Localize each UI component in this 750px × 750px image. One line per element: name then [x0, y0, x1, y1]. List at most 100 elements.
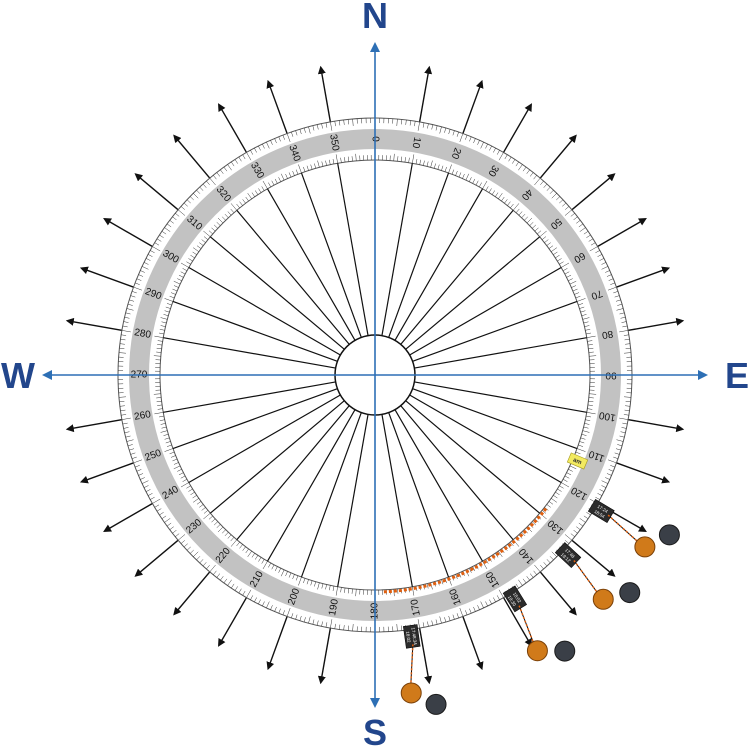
tick-inner-194	[321, 583, 324, 589]
tick-outer-43	[546, 186, 551, 191]
tick-outer-208	[254, 597, 257, 603]
tick-outer-154	[485, 601, 488, 607]
tick-outer-27	[489, 145, 492, 151]
tick-outer-200	[286, 607, 291, 617]
ray-arrow-140	[538, 569, 577, 616]
tick-outer-42	[543, 183, 548, 188]
tick-outer-343	[299, 129, 302, 135]
spoke-160	[388, 412, 450, 578]
spoke-40	[400, 209, 514, 345]
tick-outer-213	[234, 586, 238, 591]
tick-outer-18	[452, 130, 455, 136]
tick-outer-241	[150, 496, 155, 500]
tick-inner-349	[332, 158, 335, 164]
tick-outer-206	[262, 601, 265, 607]
tick-outer-12	[427, 123, 429, 129]
tick-inner-119	[562, 479, 568, 482]
tick-outer-350	[330, 121, 333, 131]
tick-inner-23	[458, 172, 462, 178]
tick-inner-162	[441, 579, 444, 585]
tick-inner-256	[161, 426, 167, 429]
tick-inner-350	[335, 154, 338, 164]
ray-arrow-110	[614, 461, 671, 484]
tick-inner-95	[589, 393, 597, 395]
tick-outer-204	[270, 605, 273, 610]
tick-outer-205	[266, 601, 270, 609]
tick-inner-253	[164, 437, 170, 440]
north-label: N	[362, 0, 388, 36]
tick-inner-96	[588, 397, 594, 399]
inner-spokes	[163, 163, 587, 587]
tick-inner-195	[317, 582, 320, 590]
tick-outer-143	[526, 576, 530, 581]
ray-arrow-310	[134, 173, 181, 212]
tick-inner-317	[224, 213, 229, 218]
tick-inner-142	[507, 544, 511, 549]
tick-inner-133	[532, 521, 537, 526]
tick-inner-157	[458, 572, 462, 578]
tick-outer-239	[154, 504, 160, 508]
tick-outer-322	[216, 172, 221, 177]
tick-inner-255	[160, 430, 168, 433]
tick-outer-236	[161, 515, 167, 519]
tick-inner-78	[585, 329, 591, 331]
tick-inner-72	[579, 306, 585, 309]
tick-outer-40	[534, 177, 541, 186]
tick-outer-316	[196, 189, 201, 194]
tick-inner-18	[441, 165, 444, 171]
tick-inner-24	[462, 173, 465, 179]
ray-arrow-200	[266, 614, 289, 671]
tick-outer-44	[549, 189, 554, 194]
tick-inner-276	[156, 351, 162, 353]
tick-outer-302	[156, 238, 162, 242]
tick-inner-286	[163, 314, 169, 316]
ring-ticks	[118, 118, 632, 632]
bearing-label-70: 70	[589, 287, 604, 301]
time-tag-box	[502, 585, 528, 613]
tick-outer-110	[607, 459, 617, 464]
ray-arrow-10	[418, 65, 433, 124]
tick-outer-341	[291, 131, 294, 137]
bearing-label-80: 80	[601, 328, 614, 341]
tick-outer-77	[620, 316, 626, 319]
tick-outer-161	[456, 613, 459, 619]
tick-inner-207	[274, 566, 278, 572]
tick-inner-282	[159, 329, 165, 331]
tick-inner-41	[515, 208, 520, 213]
tick-inner-35	[498, 193, 503, 200]
tick-outer-244	[143, 485, 149, 488]
tick-outer-201	[282, 610, 285, 616]
tick-outer-158	[469, 608, 472, 614]
tick-outer-207	[258, 599, 261, 605]
tick-outer-320	[209, 177, 216, 186]
tick-outer-285	[126, 308, 134, 311]
tick-inner-166	[426, 583, 429, 589]
tick-outer-117	[599, 489, 605, 492]
tick-inner-324	[245, 196, 249, 202]
tick-outer-275	[118, 352, 126, 354]
tick-outer-234	[166, 522, 172, 527]
tick-inner-254	[163, 434, 169, 436]
tick-inner-264	[156, 397, 162, 399]
tick-inner-280	[154, 335, 164, 338]
ray-arrow-190	[317, 626, 332, 685]
tick-inner-61	[562, 268, 568, 271]
tick-inner-46	[529, 221, 534, 226]
tick-inner-108	[579, 441, 585, 444]
tick-inner-315	[217, 217, 224, 224]
tick-outer-14	[435, 125, 438, 131]
tick-outer-135	[551, 551, 557, 557]
bearing-label-280: 280	[133, 327, 152, 341]
spoke-230	[209, 400, 345, 514]
tick-outer-232	[172, 529, 177, 534]
tick-inner-80	[586, 335, 596, 338]
tick-outer-283	[124, 316, 130, 319]
tick-outer-112	[608, 469, 614, 472]
tick-outer-47	[559, 199, 564, 204]
tick-outer-222	[202, 562, 207, 567]
tick-outer-230	[177, 534, 186, 541]
tick-outer-67	[606, 274, 612, 277]
tick-inner-334	[278, 177, 281, 182]
tick-outer-59	[590, 242, 596, 246]
tick-inner-240	[180, 482, 189, 488]
